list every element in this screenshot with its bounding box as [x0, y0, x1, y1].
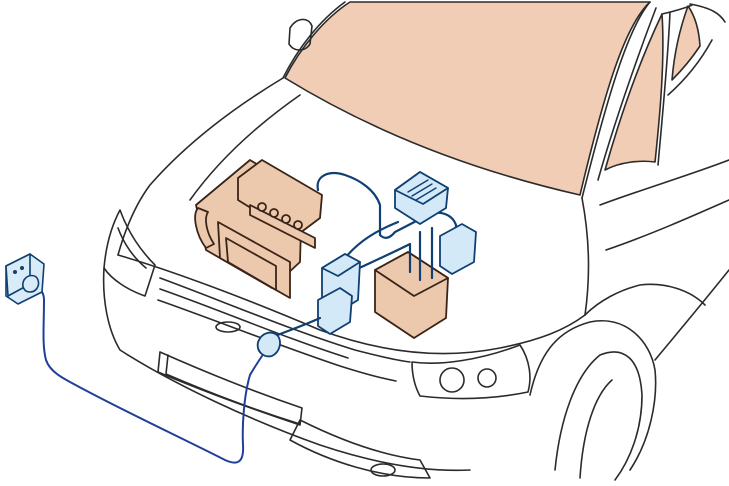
fender-right	[585, 284, 705, 315]
side-mirror	[289, 19, 312, 50]
windshield	[285, 2, 650, 195]
bumper-lower-intake	[290, 420, 430, 478]
headlight-right-lamp-outer	[440, 368, 464, 392]
engine-cylinder-4	[294, 221, 302, 229]
bumper-intake	[158, 352, 302, 425]
coolant-pump	[440, 224, 476, 274]
side-window-rear	[672, 6, 700, 80]
engine-cylinder-3	[282, 215, 290, 223]
wheel-arch	[530, 321, 656, 470]
wall-socket-hole-2	[20, 266, 24, 270]
side-body-line-lower	[606, 200, 729, 250]
power-cable-group	[6, 254, 280, 463]
car-outline-icon	[104, 2, 729, 480]
side-sill	[655, 270, 729, 360]
headlight-right-lamp-inner	[478, 369, 496, 387]
wall-socket-hole-1	[13, 270, 17, 274]
tire-inner	[580, 380, 612, 478]
engine-cylinder-2	[270, 209, 278, 217]
power-cable	[34, 286, 250, 463]
engine-cylinder-1	[258, 203, 266, 211]
power-plug-icon	[258, 333, 280, 357]
tire	[555, 352, 642, 480]
wall-socket-plug-head	[23, 276, 39, 293]
hood-right-edge	[582, 198, 588, 315]
front-badge	[216, 322, 240, 332]
heater-hose-top	[318, 173, 380, 235]
number-plate-area	[166, 355, 300, 424]
power-plug-collar	[250, 356, 262, 375]
side-body-line	[600, 160, 729, 205]
